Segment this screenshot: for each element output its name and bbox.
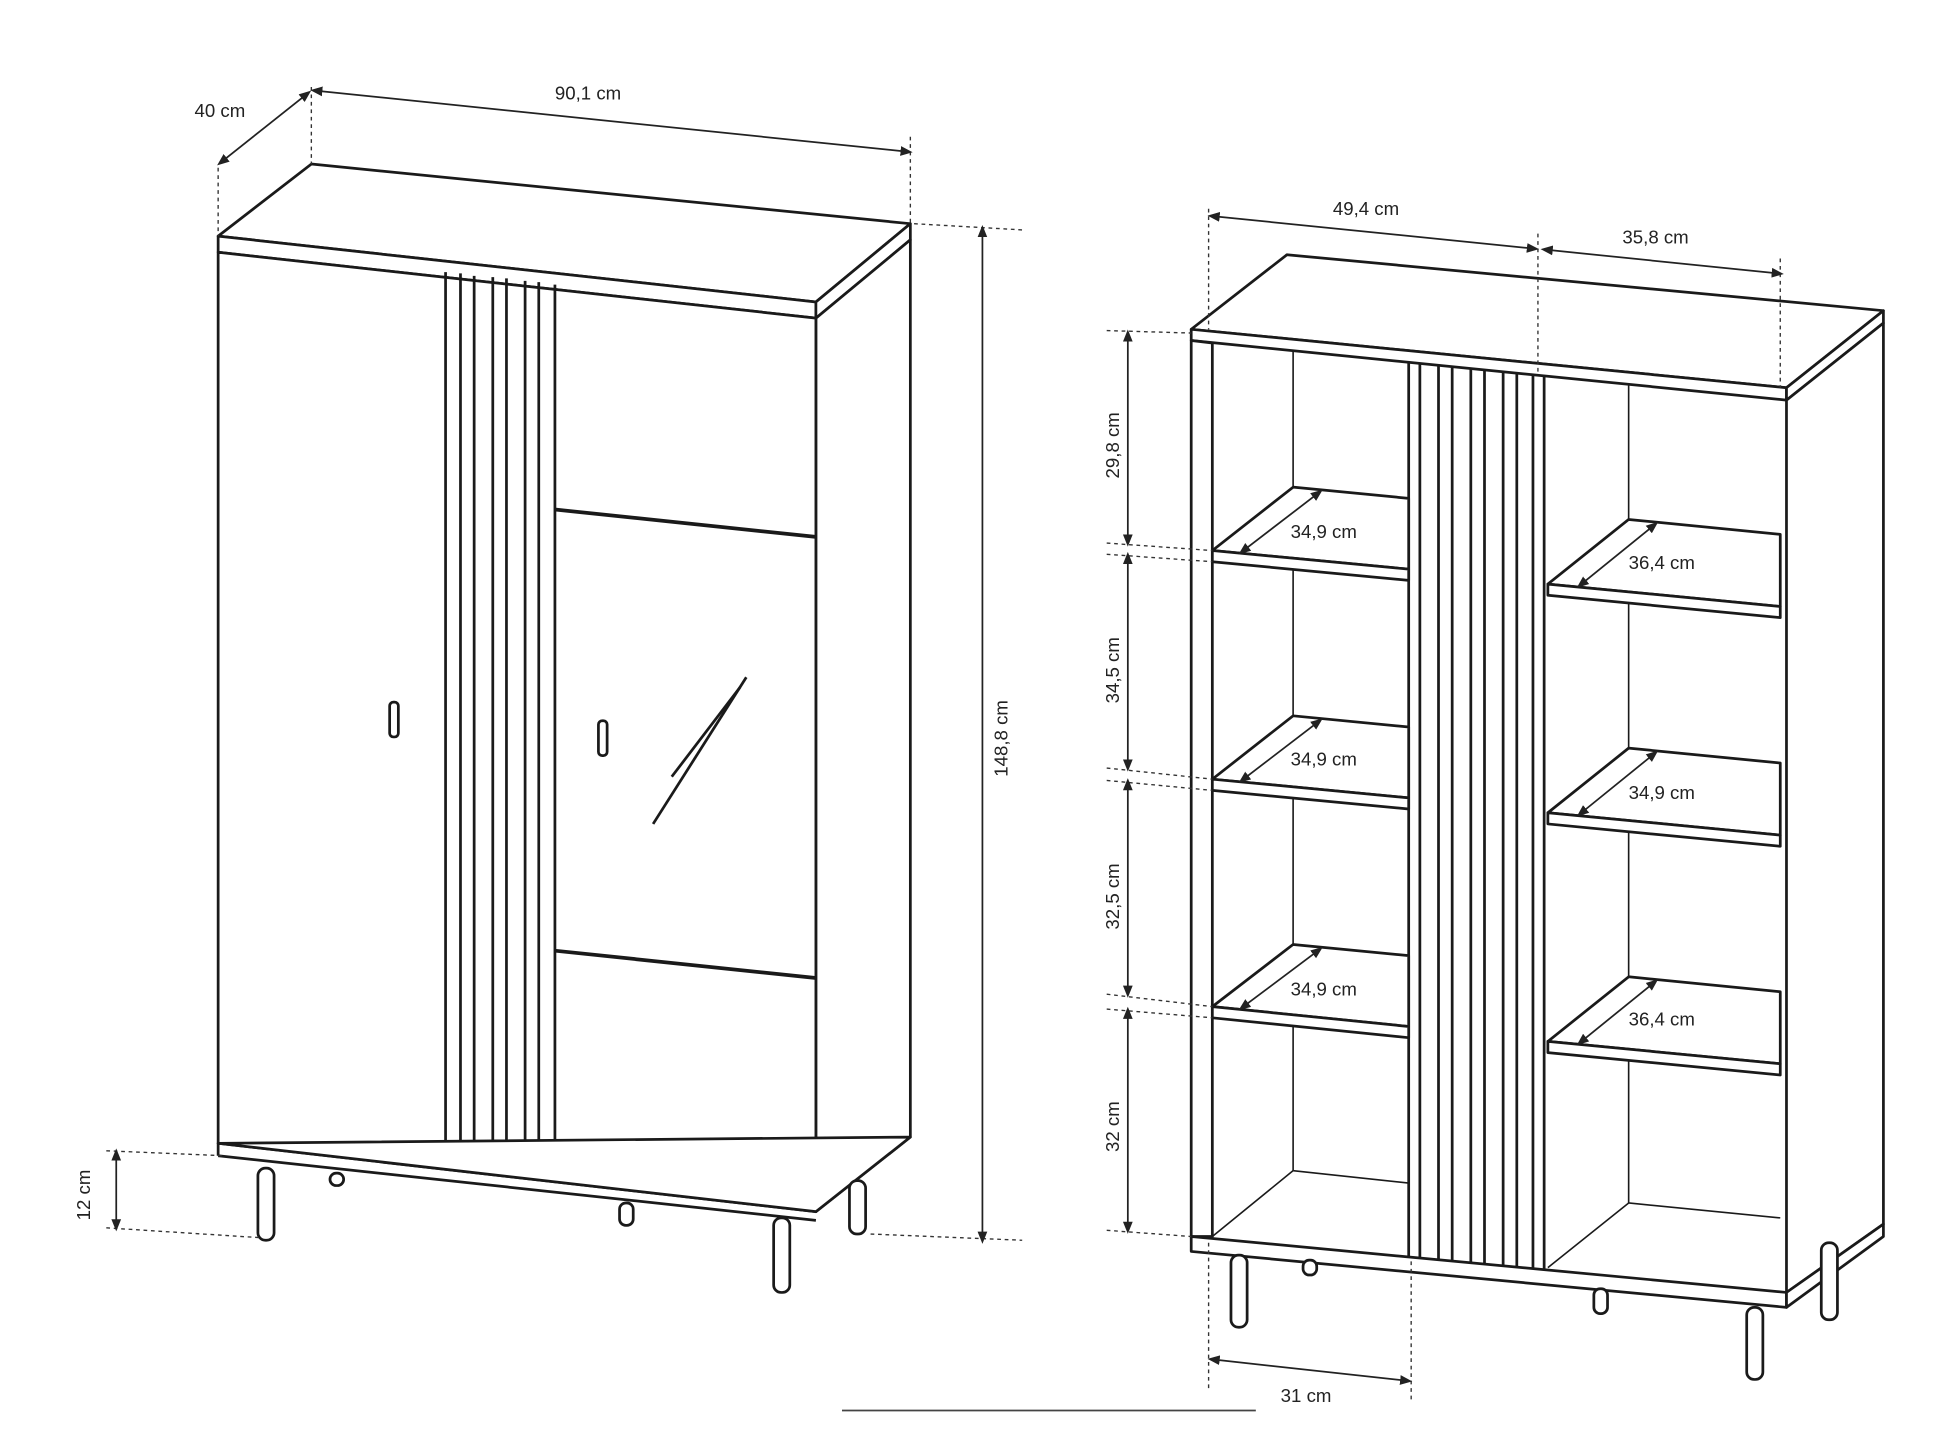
width-dimension-line xyxy=(310,86,913,156)
leg-height-label: 12 cm xyxy=(73,1170,94,1221)
left-width-dimension-line xyxy=(1207,212,1540,253)
height-label: 148,8 cm xyxy=(990,700,1011,777)
left-shelf-depth-2: 34,9 cm xyxy=(1291,749,1357,770)
left-width-label: 49,4 cm xyxy=(1333,198,1399,219)
shelf-depths: 34,9 cm 34,9 cm 34,9 cm 36,4 cm 34,9 cm … xyxy=(1238,489,1695,1046)
right-width-dimension-line xyxy=(1540,245,1784,278)
right-door-handle xyxy=(597,719,609,757)
depth-label: 40 cm xyxy=(195,100,246,121)
depth-dimension-line xyxy=(217,90,312,166)
right-shelf-depth-2: 34,9 cm xyxy=(1629,782,1695,803)
right-width-label: 35,8 cm xyxy=(1622,227,1688,248)
right-shelf-depth-1: 36,4 cm xyxy=(1629,552,1695,573)
vertical-slats xyxy=(1407,362,1546,1277)
height-label-3: 32,5 cm xyxy=(1102,863,1123,929)
compartment-heights: 29,8 cm 34,5 cm 32,5 cm 32 cm xyxy=(1102,329,1213,1238)
legs xyxy=(256,1166,867,1294)
closed-cabinet-drawing: 40 cm 90,1 cm 148,8 cm 12 cm xyxy=(73,82,1023,1294)
left-shelf-depth-3: 34,9 cm xyxy=(1291,978,1357,999)
height-label-4: 32 cm xyxy=(1102,1101,1123,1152)
left-shelf-depth-1: 34,9 cm xyxy=(1291,521,1357,542)
width-label: 90,1 cm xyxy=(555,82,621,103)
bottom-width-dimension-line xyxy=(1207,1355,1413,1385)
legs xyxy=(1229,1241,1839,1381)
right-shelf-depth-3: 36,4 cm xyxy=(1629,1008,1695,1029)
open-cabinet-drawing: 49,4 cm 35,8 cm 29,8 cm 34,5 cm 32,5 cm … xyxy=(1102,198,1885,1406)
height-label-1: 29,8 cm xyxy=(1102,412,1123,478)
left-door-handle xyxy=(388,700,400,739)
vertical-slats xyxy=(459,273,557,1181)
bottom-width-label: 31 cm xyxy=(1281,1385,1332,1406)
height-label-2: 34,5 cm xyxy=(1102,637,1123,703)
